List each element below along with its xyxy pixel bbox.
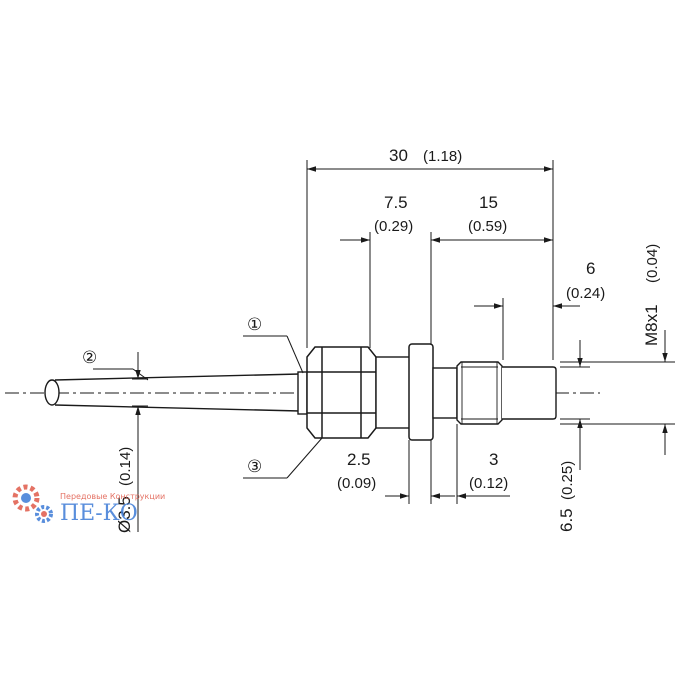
dim-collar-width-in: (0.09) [337,475,376,492]
dimension-lines [132,160,675,532]
dim-thread-length: 15 [479,193,498,212]
dim-cable-diameter: Ø3.5 [115,496,134,533]
callout-1: ① [247,315,262,335]
watermark-brand: ПЕ-КО [60,501,138,526]
dim-tip-diameter: 6.5 [557,508,576,532]
watermark-tagline: Передовые Конструкции [60,492,165,501]
dim-thread-length-in: (0.59) [468,218,507,235]
collar [408,343,434,441]
hex-nut [306,346,377,439]
neck [375,356,411,429]
thread-neck [432,367,458,419]
dim-thread-end: 6 [586,259,595,278]
dim-thread-spec: M8x1 [642,304,661,346]
gear-icon-small [35,505,53,523]
callout-3: ③ [247,457,262,477]
cable-ferrule [297,371,308,415]
callout-2: ② [82,348,97,368]
dim-thread-end-in: (0.24) [566,285,605,302]
watermark-logo: Передовые Конструкции ПЕ-КО [12,484,165,526]
dim-cable-diameter-in: (0.14) [117,447,134,486]
cable [44,373,301,412]
dim-thread-spec-in: (0.04) [644,244,661,283]
dim-gap-width-in: (0.12) [469,475,508,492]
dim-hex-length-in: (0.29) [374,218,413,235]
gear-icon [12,484,40,512]
dim-gap-width: 3 [489,450,498,469]
dim-collar-width: 2.5 [347,450,371,469]
leader-lines [93,335,323,479]
sensor-tip [502,366,557,420]
dim-overall-length-in: (1.18) [423,148,462,165]
dim-tip-diameter-in: (0.25) [559,461,576,500]
threaded-section [456,361,503,425]
dim-overall-length: 30 [389,146,408,165]
dim-hex-length: 7.5 [384,193,408,212]
